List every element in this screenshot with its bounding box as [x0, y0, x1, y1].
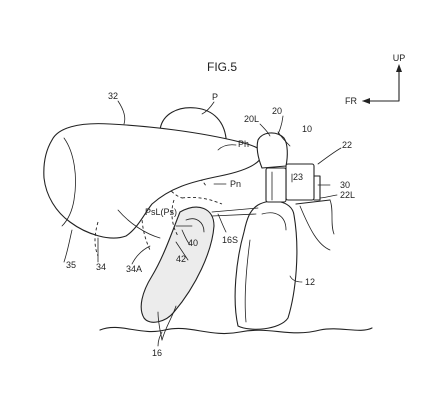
label-PsL: PsL(Ps) — [145, 207, 177, 217]
seat — [234, 200, 298, 330]
label-20: 20 — [272, 106, 282, 116]
floor-break-line — [99, 326, 373, 335]
label-40: 40 — [188, 238, 198, 248]
front-label: FR — [345, 96, 357, 106]
leader-lines — [63, 100, 342, 347]
airbag-cushion — [43, 123, 263, 257]
label-16S: 16S — [222, 235, 238, 245]
figure-title: FIG.5 — [207, 60, 237, 74]
label-23: 23 — [293, 172, 303, 182]
label-Ph: Ph — [238, 139, 249, 149]
direction-indicator: UP FR — [345, 53, 405, 106]
label-Pn: Pn — [230, 179, 241, 189]
label-22: 22 — [342, 140, 352, 150]
seatbelt — [140, 206, 215, 341]
label-16: 16 — [152, 348, 162, 358]
label-42: 42 — [176, 254, 186, 264]
label-34: 34 — [96, 262, 106, 272]
housing-22 — [265, 163, 321, 203]
roof-module-20 — [256, 132, 288, 169]
belt-guide-16s-lower — [211, 213, 257, 217]
up-label: UP — [393, 53, 406, 63]
belt-guide-16s — [211, 207, 259, 213]
label-30: 30 — [340, 180, 350, 190]
label-10: 10 — [302, 124, 312, 134]
label-35: 35 — [66, 260, 76, 270]
trim-panel — [295, 199, 335, 251]
label-22L: 22L — [340, 190, 355, 200]
label-32: 32 — [108, 91, 118, 101]
label-20L: 20L — [244, 114, 259, 124]
label-34A: 34A — [126, 264, 142, 274]
label-12: 12 — [305, 277, 315, 287]
label-P: P — [212, 92, 218, 102]
